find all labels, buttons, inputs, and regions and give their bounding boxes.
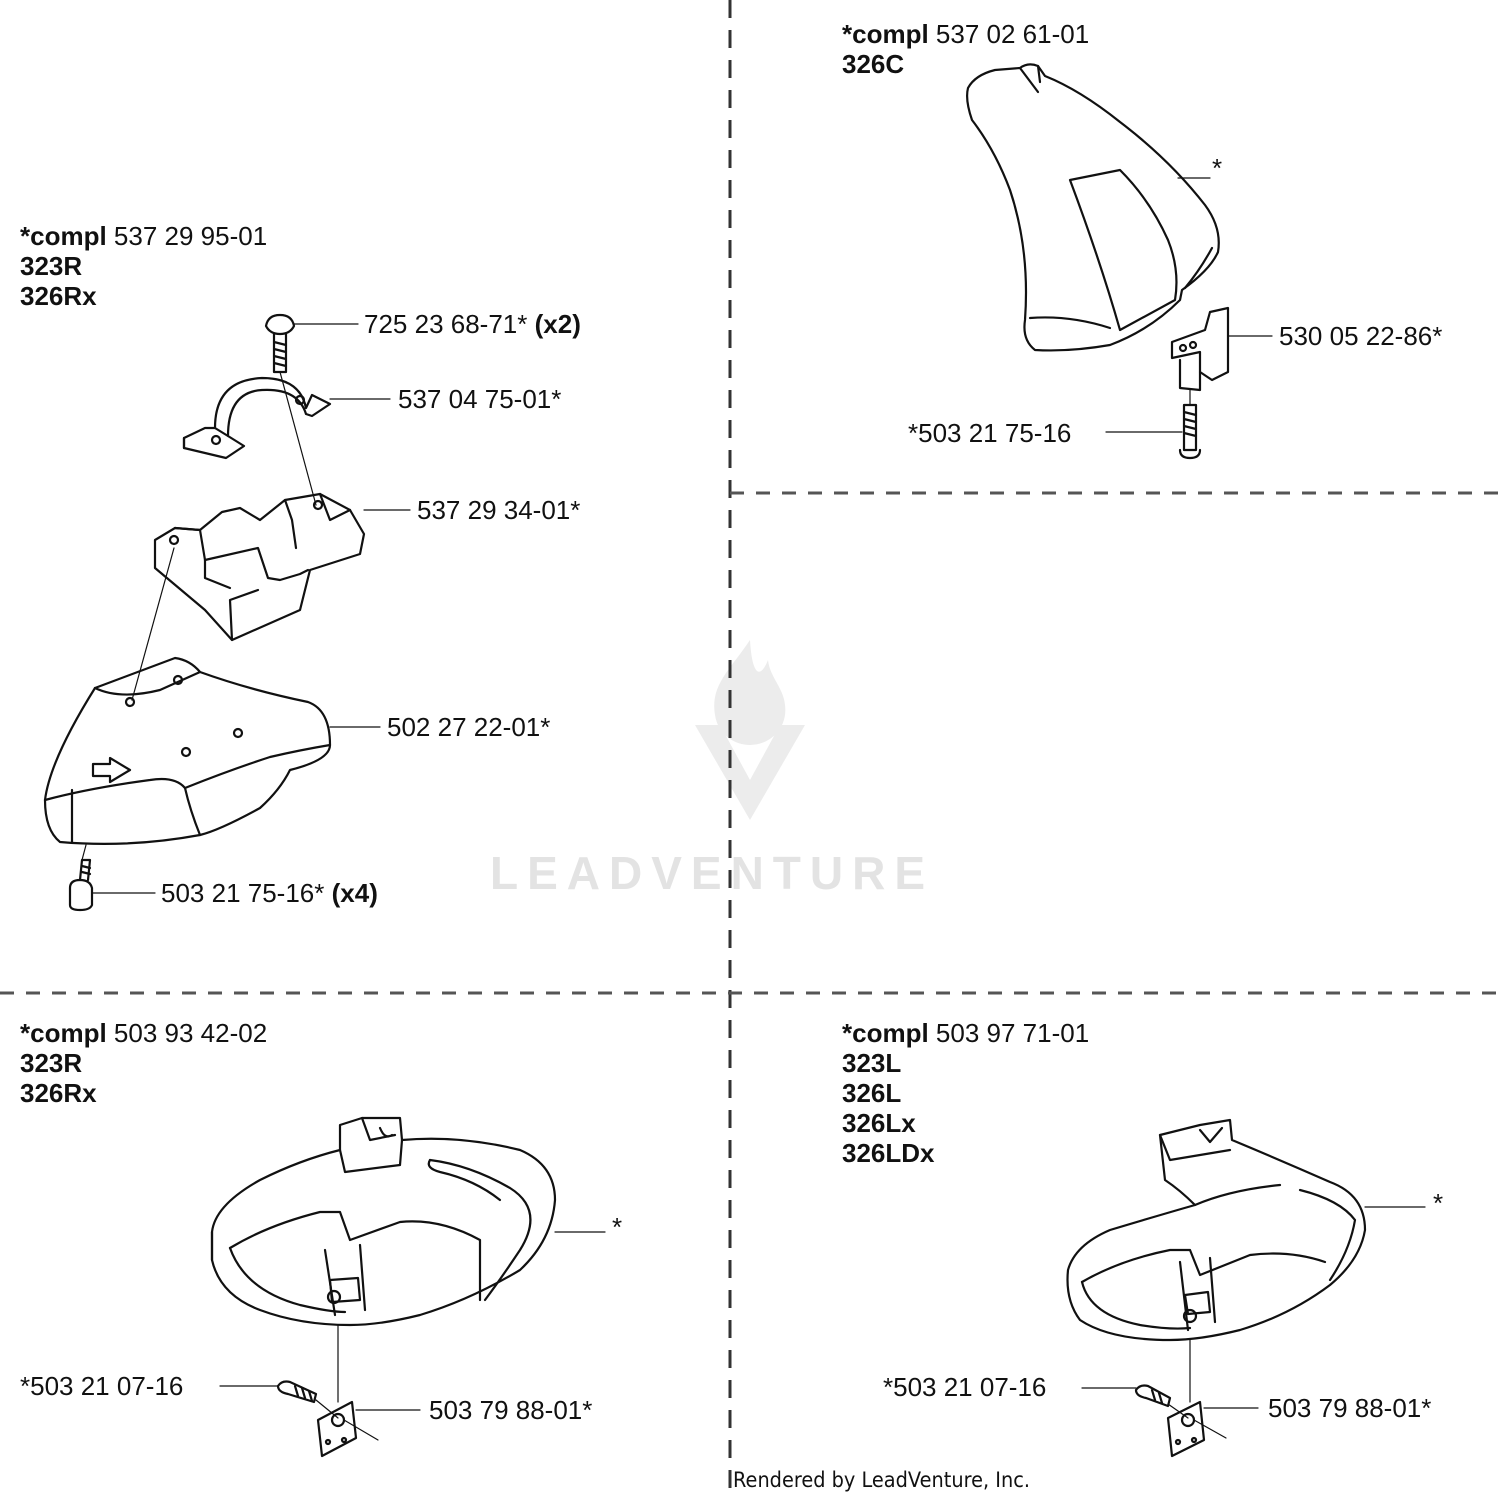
guard-part — [1066, 1118, 1367, 1342]
panel-bottom-right-heading: *compl 503 97 71-01 323L 326L 326Lx 326L… — [842, 1018, 1090, 1168]
bracket-part — [1170, 306, 1230, 392]
screw-part — [68, 858, 94, 912]
callout-screw: *503 21 07-16 — [883, 1372, 1047, 1402]
callout-guard: 502 27 22-01* — [387, 712, 551, 742]
model-label: 323R — [20, 251, 83, 281]
plate-part — [1166, 1400, 1206, 1458]
leader-lines — [81, 323, 411, 894]
callout-guard-asterisk: * — [1212, 153, 1223, 183]
model-label: 326Rx — [20, 1078, 97, 1108]
model-label: 323L — [842, 1048, 902, 1078]
callout-screw: *503 21 07-16 — [20, 1371, 184, 1401]
screw-part — [276, 1380, 318, 1404]
leader-lines — [1105, 177, 1273, 433]
guard-part — [43, 656, 332, 845]
bottom-left-guard-drawing — [210, 1116, 606, 1458]
bottom-right-guard-drawing — [1066, 1118, 1426, 1458]
model-label: 326C — [842, 49, 905, 79]
panel-top-left-heading: *compl 537 29 95-01 323R 326Rx — [20, 221, 268, 311]
leadventure-logo-icon — [695, 640, 805, 820]
callout-plate: 503 79 88-01* — [429, 1395, 593, 1425]
render-credit: Rendered by LeadVenture, Inc. — [733, 1468, 1030, 1492]
callout-holder: 537 29 34-01* — [417, 495, 581, 525]
model-label: 326Rx — [20, 281, 97, 311]
bolt-part — [264, 313, 296, 374]
clamp-part — [182, 376, 332, 460]
screw-part — [1134, 1384, 1172, 1408]
panel-top-right-heading: *compl 537 02 61-01 326C — [842, 19, 1090, 79]
callout-bolt: 725 23 68-71* (x2) — [364, 309, 581, 339]
callout-bracket: 530 05 22-86* — [1279, 321, 1443, 351]
callout-clamp: 537 04 75-01* — [398, 384, 562, 414]
callout-screw: *503 21 75-16 — [908, 418, 1072, 448]
callout-plate: 503 79 88-01* — [1268, 1393, 1432, 1423]
model-label: 323R — [20, 1048, 83, 1078]
callout-guard-asterisk: * — [612, 1212, 623, 1242]
leader-lines — [1081, 1206, 1426, 1439]
trimmer-guard-assembly-drawing — [43, 313, 411, 912]
guard-part — [210, 1116, 557, 1327]
model-label: 326L — [842, 1078, 902, 1108]
panel-bottom-left-heading: *compl 503 93 42-02 323R 326Rx — [20, 1018, 268, 1108]
top-right-guard-drawing — [966, 63, 1273, 460]
leader-lines — [219, 1231, 606, 1441]
model-label: 326LDx — [842, 1138, 935, 1168]
plate-part — [316, 1400, 358, 1458]
callout-guard-asterisk: * — [1433, 1188, 1444, 1218]
model-label: 326Lx — [842, 1108, 916, 1138]
guard-part — [966, 63, 1220, 352]
screw-part — [1178, 403, 1202, 460]
callout-screws: 503 21 75-16* (x4) — [161, 878, 378, 908]
holder-part — [153, 492, 366, 642]
watermark-text: LEADVENTURE — [490, 847, 935, 899]
